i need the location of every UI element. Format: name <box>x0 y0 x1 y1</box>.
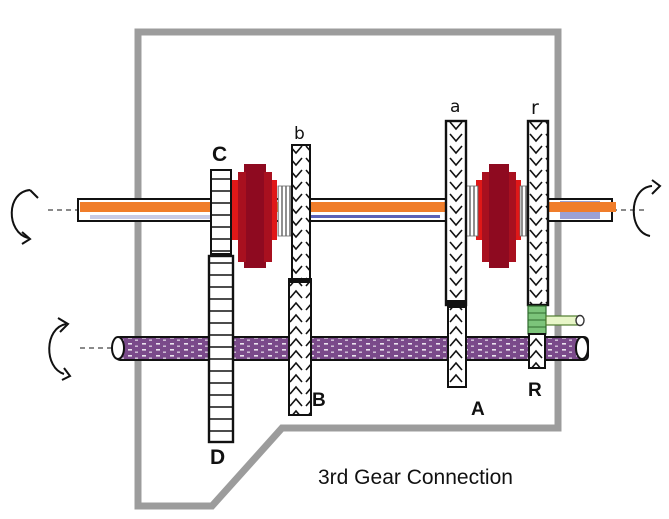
output-rotation-arrow-icon <box>632 179 662 237</box>
label-gear-B: B <box>312 390 326 411</box>
gear-cap-B <box>288 278 312 416</box>
gear-d <box>207 254 235 444</box>
gear-a <box>444 119 468 307</box>
label-gear-b: b <box>294 124 305 144</box>
power-flow-line <box>80 202 616 212</box>
synchronizer-hub-left <box>232 164 293 268</box>
label-gear-A: A <box>471 399 485 420</box>
counter-shaft <box>80 336 589 361</box>
gear-r <box>526 119 550 307</box>
diagram-caption: 3rd Gear Connection <box>318 466 513 489</box>
label-gear-r: r <box>531 97 539 119</box>
gear-c <box>210 169 232 255</box>
counter-rotation-arrow-icon <box>48 317 72 381</box>
label-gear-d: D <box>210 446 225 469</box>
label-gear-c: C <box>212 143 227 166</box>
gearbox-housing <box>134 28 562 510</box>
label-gear-a: a <box>450 97 460 117</box>
input-rotation-arrow-icon <box>10 189 39 245</box>
gear-b <box>291 144 311 280</box>
synchronizer-hub-right <box>465 164 531 268</box>
reverse-idler <box>527 305 585 335</box>
gear-cap-A <box>447 306 467 388</box>
label-gear-R: R <box>528 380 542 401</box>
gear-cap-R <box>528 333 546 369</box>
